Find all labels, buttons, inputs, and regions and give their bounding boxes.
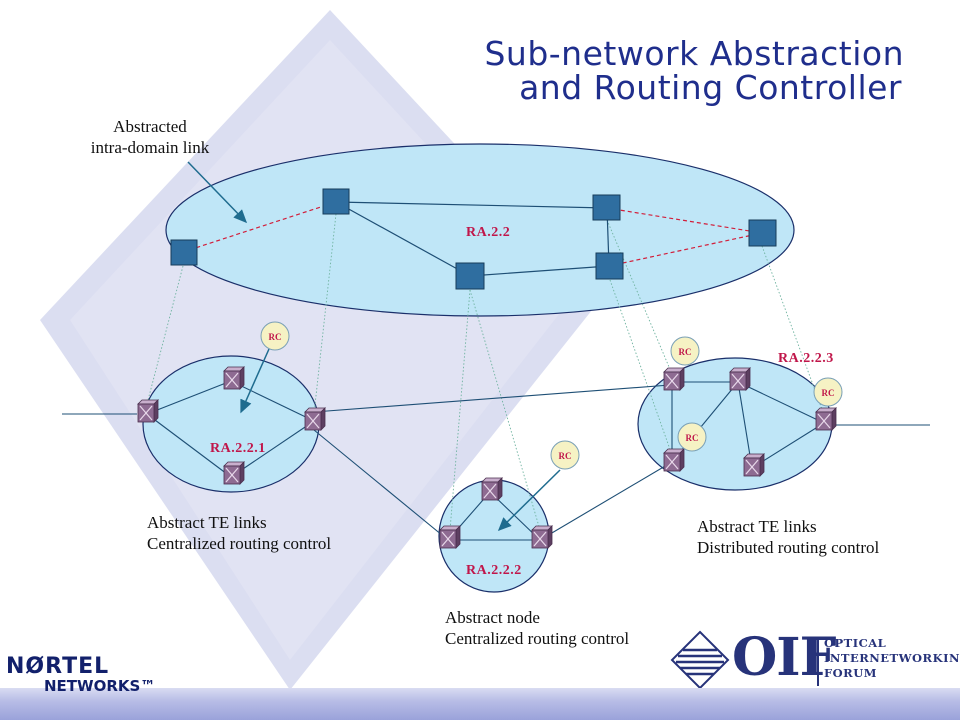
rc-text-middle: RC [559, 451, 572, 461]
right-caption: Abstract TE links Distributed routing co… [697, 516, 879, 558]
ra-2-2-3-label: RA.2.2.3 [778, 351, 834, 366]
rc-circles [260, 321, 843, 470]
top-node-4 [592, 194, 621, 221]
middle-caption: Abstract node Centralized routing contro… [445, 607, 629, 649]
rc-left-arrow [240, 348, 270, 414]
middle-caption-line1: Abstract node [445, 608, 540, 627]
oif-logo-words: OPTICAL INTERNETWORKING FORUM [824, 636, 960, 681]
rc-text-right: RC [822, 388, 835, 398]
oif-logo-word-1: OPTICAL [824, 636, 887, 650]
left-caption-line1: Abstract TE links [147, 513, 267, 532]
rc-middle-arrow [497, 469, 561, 532]
rc-text-right-top: RC [679, 347, 692, 357]
top-node-3 [455, 262, 485, 290]
projection-lines [146, 213, 824, 531]
footer-bar [0, 688, 960, 720]
ra-2-2-1-label: RA.2.2.1 [210, 441, 266, 456]
rc-circle-left [260, 321, 290, 351]
top-node-2 [322, 188, 350, 215]
left-caption-line2: Centralized routing control [147, 534, 332, 553]
abstracted-link-label-line2: intra-domain link [90, 138, 210, 157]
top-node-5 [595, 252, 624, 280]
right-caption-line1: Abstract TE links [697, 517, 817, 536]
rc-text-right-mid: RC [686, 433, 699, 443]
nortel-logo-line2: NETWORKS™ [44, 677, 156, 695]
oif-logo-word-3: FORUM [824, 666, 877, 680]
middle-caption-line2: Centralized routing control [445, 629, 630, 648]
top-node-1 [170, 239, 198, 266]
ra-2-2-2-label: RA.2.2.2 [466, 563, 522, 578]
rc-circle-right [813, 377, 843, 407]
ra-2-2-ellipse [165, 143, 795, 317]
abstracted-link-label: Abstracted intra-domain link [60, 116, 240, 158]
nortel-logo: NØRTEL NETWORKS™ [6, 654, 156, 695]
left-caption: Abstract TE links Centralized routing co… [147, 512, 331, 554]
rc-text-left: RC [269, 332, 282, 342]
nortel-logo-line1: NØRTEL [6, 654, 110, 679]
abstracted-link-label-line1: Abstracted [113, 117, 187, 136]
oif-logo-big: OIF [732, 627, 837, 688]
oif-logo-word-2: INTERNETWORKING [824, 651, 960, 665]
abstracted-link-arrow [187, 161, 248, 224]
top-node-6 [748, 219, 777, 247]
right-caption-line2: Distributed routing control [697, 538, 880, 557]
rc-circle-middle [550, 440, 580, 470]
title-line-2: and Routing Controller [519, 68, 902, 107]
top-nodes [170, 188, 777, 290]
rc-circle-right-top [670, 336, 700, 366]
title-line-1: Sub-network Abstraction [484, 34, 904, 73]
ra-2-2-label: RA.2.2 [466, 225, 511, 240]
rc-circle-right-mid [677, 422, 707, 452]
